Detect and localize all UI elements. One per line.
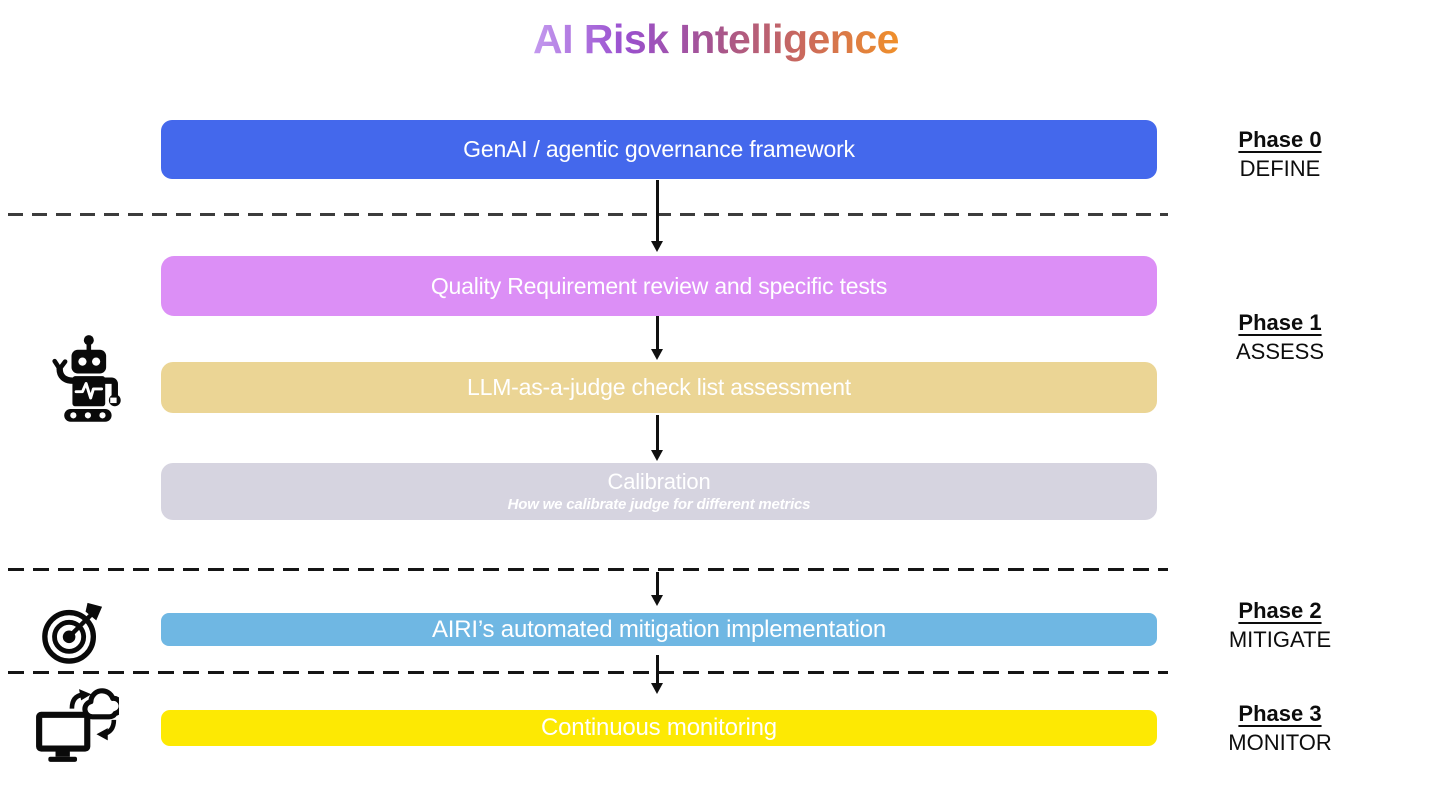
phase-stage: MITIGATE — [1228, 626, 1332, 652]
robot-icon — [46, 333, 128, 423]
step-label: GenAI / agentic governance framework — [463, 136, 855, 163]
phase-name: Phase 1 — [1238, 310, 1322, 335]
flow-arrow-5 — [656, 655, 659, 684]
phase-stage: ASSESS — [1235, 338, 1325, 364]
flow-arrow-1 — [656, 180, 659, 242]
step-label: AIRI’s automated mitigation implementati… — [431, 615, 887, 643]
flow-arrow-3 — [656, 415, 659, 451]
phase-label-mitigate: Phase 2 MITIGATE — [1190, 597, 1370, 654]
step-label: Quality Requirement review and specific … — [430, 272, 888, 299]
phase-stage: DEFINE — [1239, 155, 1321, 181]
flow-step-monitoring: Continuous monitoring — [161, 710, 1157, 746]
phase-name: Phase 3 — [1238, 701, 1322, 726]
cloud-sync-icon — [33, 686, 119, 764]
flow-step-governance: GenAI / agentic governance framework — [161, 120, 1157, 179]
page-title: AI Risk Intelligence — [533, 16, 899, 62]
phase-label-define: Phase 0 DEFINE — [1190, 126, 1370, 183]
step-sublabel: How we calibrate judge for different met… — [507, 496, 811, 514]
phase-divider-1-2 — [8, 568, 1168, 571]
flow-step-airi-mitigation: AIRI’s automated mitigation implementati… — [161, 613, 1157, 646]
target-icon — [40, 597, 104, 665]
phase-name: Phase 2 — [1238, 598, 1322, 623]
step-label: Continuous monitoring — [541, 714, 777, 742]
phase-label-assess: Phase 1 ASSESS — [1190, 309, 1370, 366]
phase-divider-0-1 — [8, 213, 1168, 216]
phase-name: Phase 0 — [1238, 127, 1322, 152]
flow-step-calibration: Calibration How we calibrate judge for d… — [161, 463, 1157, 520]
phase-label-monitor: Phase 3 MONITOR — [1190, 700, 1370, 757]
step-label: Calibration — [607, 468, 711, 494]
flow-arrow-4 — [656, 572, 659, 596]
phase-stage: MONITOR — [1228, 729, 1332, 755]
flow-step-llm-judge: LLM-as-a-judge check list assessment — [161, 362, 1157, 413]
step-label: LLM-as-a-judge check list assessment — [467, 374, 851, 401]
phase-divider-2-3 — [8, 671, 1168, 674]
flow-arrow-2 — [656, 316, 659, 350]
flow-step-quality-review: Quality Requirement review and specific … — [161, 256, 1157, 316]
